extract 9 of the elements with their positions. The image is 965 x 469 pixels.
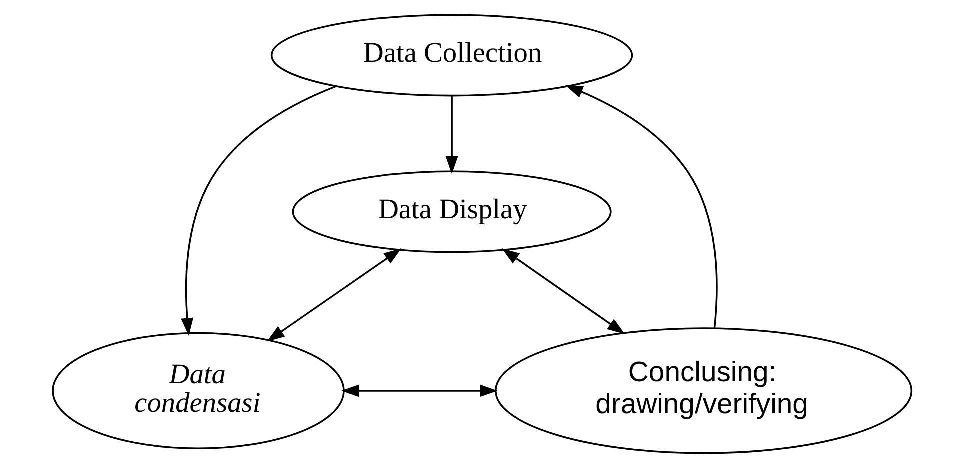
node-ellipse: Data condensasi xyxy=(52,332,345,450)
arrow xyxy=(502,248,626,334)
arrow xyxy=(565,85,718,328)
node-ellipse: Conclusing: drawing/verifying xyxy=(495,328,913,454)
arrow xyxy=(267,248,402,342)
node-ellipse: Data Display xyxy=(292,170,612,254)
arrow xyxy=(446,96,458,174)
arrow xyxy=(341,384,498,398)
arrow xyxy=(181,86,337,336)
